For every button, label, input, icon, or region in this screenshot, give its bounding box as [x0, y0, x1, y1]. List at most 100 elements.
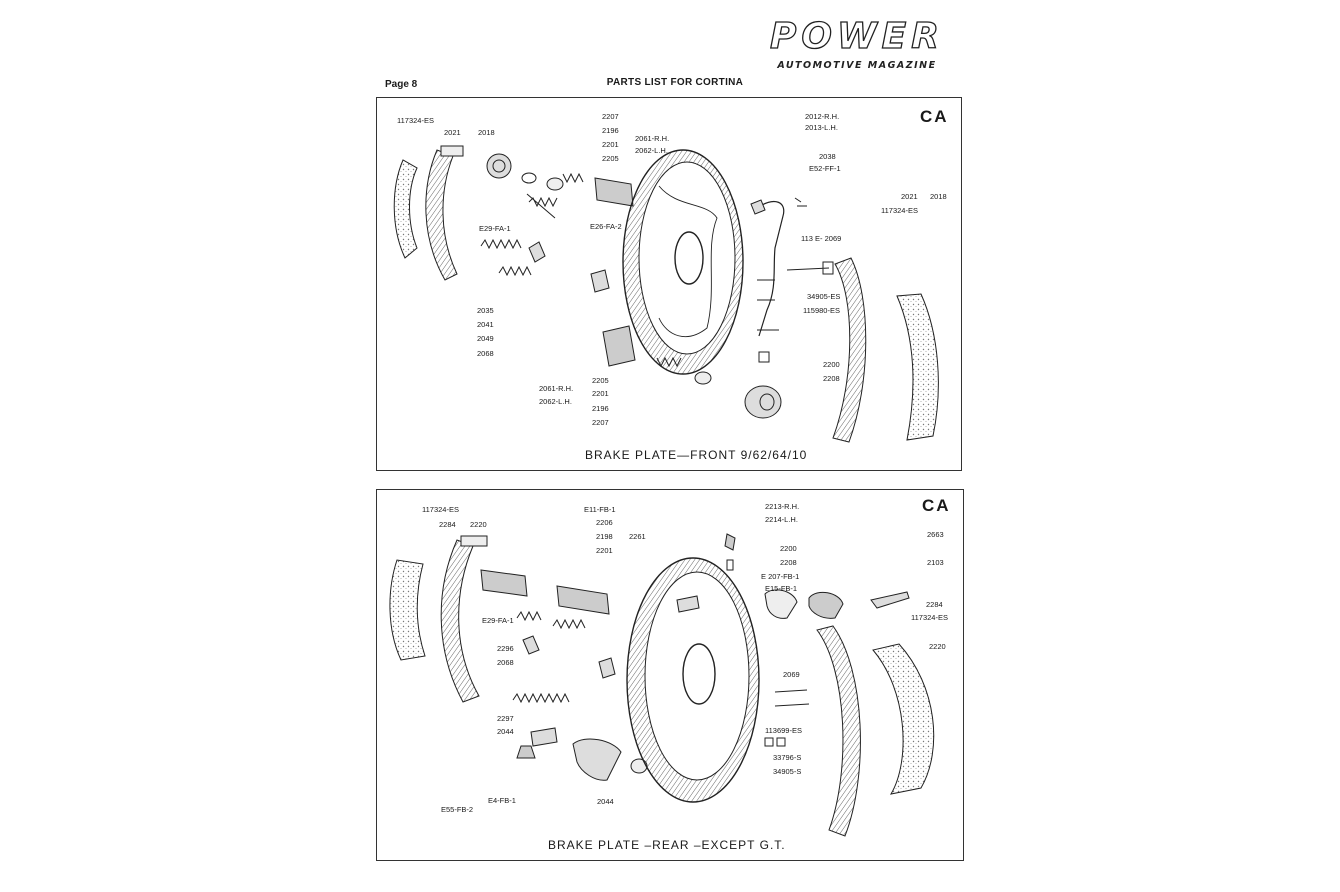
part-label: 2038 — [819, 152, 836, 161]
part-label: 2061-R.H. — [539, 384, 574, 393]
rear-shoe-left — [440, 539, 480, 703]
part-label: E55-FB-2 — [441, 805, 474, 814]
logo-wordmark: POWER — [769, 15, 944, 57]
part-label: 117324-ES — [422, 505, 459, 514]
part-label: 2207 — [602, 112, 619, 121]
part-label: 2044 — [597, 797, 614, 806]
part-label: 2196 — [592, 404, 609, 413]
part-label: 2013-L.H. — [805, 123, 838, 132]
part-label: 2261 — [629, 532, 646, 541]
part-label: 2284 — [926, 600, 943, 609]
front-brake-exploded-drawing — [393, 145, 939, 443]
cylinder-cap — [486, 153, 512, 179]
pull-spring-1 — [480, 238, 522, 250]
rear-pull-spring-1 — [516, 610, 542, 622]
part-label: 113 E- 2069 — [801, 234, 842, 243]
part-label: 2284 — [439, 520, 456, 529]
brake-shoe-left — [425, 149, 458, 281]
part-label: E29-FA-1 — [482, 616, 514, 625]
front-brake-plate-panel: CA BRAKE PLATE—FRONT 9/62/64/10 117324-E… — [376, 97, 962, 471]
part-label: E4-FB-1 — [488, 796, 516, 805]
return-spring — [562, 172, 584, 184]
part-label: 2201 — [602, 140, 619, 149]
part-label: 2069 — [783, 670, 800, 679]
part-label: 2041 — [477, 320, 494, 329]
part-label: 117324-ES — [911, 613, 948, 622]
brake-lining-left — [393, 159, 418, 259]
part-label: 2018 — [930, 192, 947, 201]
dust-cover-lower — [744, 385, 782, 419]
part-label: 2208 — [823, 374, 840, 383]
part-label: 117324-ES — [881, 206, 918, 215]
rear-shoe-right — [816, 625, 861, 837]
part-label: 2201 — [596, 546, 613, 555]
part-label: 2018 — [478, 128, 495, 137]
rear-wheel-cylinder — [480, 569, 528, 597]
part-label: 34905-ES — [807, 292, 841, 301]
rear-brake-exploded-drawing — [389, 533, 935, 837]
part-label: 2021 — [444, 128, 461, 137]
part-label: 2061-R.H. — [635, 134, 670, 143]
dust-boot — [808, 591, 844, 619]
bleed-screw — [786, 261, 834, 275]
part-label: E26-FA-2 — [590, 222, 622, 231]
part-label: 113699-ES — [765, 726, 802, 735]
part-label: E15-FB-1 — [765, 584, 798, 593]
part-label: 2068 — [497, 658, 514, 667]
adjuster-clip — [528, 241, 546, 263]
part-label: 117324-ES — [397, 116, 434, 125]
part-label: 2206 — [596, 518, 613, 527]
piston-lower — [602, 325, 636, 367]
pull-spring-2 — [498, 265, 532, 277]
rear-brake-plate-panel: CA BRAKE PLATE –REAR –EXCEPT G.T. 117324… — [376, 489, 964, 861]
part-label: E29-FA-1 — [479, 224, 511, 233]
part-label: 2200 — [780, 544, 797, 553]
rear-lining-right — [872, 643, 935, 795]
part-label: 2062-L.H. — [635, 146, 668, 155]
part-label: 2012-R.H. — [805, 112, 840, 121]
part-label: E11-FB-1 — [584, 505, 616, 514]
handbrake-lever-housing — [572, 738, 622, 781]
part-label: 2207 — [592, 418, 609, 427]
part-label: 2103 — [927, 558, 944, 567]
brake-shoe-right — [832, 257, 867, 443]
catalog-tag: CA — [922, 496, 951, 515]
handbrake-lever — [870, 591, 910, 609]
part-label: 2220 — [929, 642, 946, 651]
brake-pipe — [756, 200, 785, 337]
clevis — [764, 589, 798, 619]
rear-pull-spring-2 — [552, 618, 586, 630]
adjuster-block — [590, 269, 610, 293]
part-label: 2663 — [927, 530, 944, 539]
part-label: 2201 — [592, 389, 609, 398]
part-label: 115980-ES — [803, 306, 840, 315]
part-label: 2220 — [470, 520, 487, 529]
part-label: 2044 — [497, 727, 514, 736]
part-label: 2200 — [823, 360, 840, 369]
power-logo: POWER AUTOMOTIVE MAGAZINE — [762, 15, 952, 71]
part-label: 2297 — [497, 714, 514, 723]
part-label: 2196 — [602, 126, 619, 135]
part-label: 2208 — [780, 558, 797, 567]
part-label: 2205 — [602, 154, 619, 163]
rear-lining-left — [389, 559, 426, 661]
wheel-cylinder — [594, 177, 634, 207]
part-label: 2296 — [497, 644, 514, 653]
adjuster-body — [556, 585, 610, 615]
rear-long-spring — [512, 692, 570, 704]
part-label: E52-FF-1 — [809, 164, 841, 173]
logo-tagline: AUTOMOTIVE MAGAZINE — [777, 60, 937, 71]
diagram-caption: BRAKE PLATE—FRONT 9/62/64/10 — [585, 448, 808, 462]
brake-lining-right — [896, 293, 939, 441]
catalog-tag: CA — [920, 107, 949, 126]
part-label: 2214-L.H. — [765, 515, 798, 524]
part-label: 2062-L.H. — [539, 397, 572, 406]
page-number: Page 8 — [385, 79, 418, 90]
part-label: 2049 — [477, 334, 494, 343]
part-label: E 207-FB-1 — [761, 572, 800, 581]
part-label: 2068 — [477, 349, 494, 358]
part-label: 33796-S — [773, 753, 802, 762]
part-label: 2213-R.H. — [765, 502, 800, 511]
part-label: 2035 — [477, 306, 494, 315]
page-title: PARTS LIST FOR CORTINA — [606, 77, 744, 88]
